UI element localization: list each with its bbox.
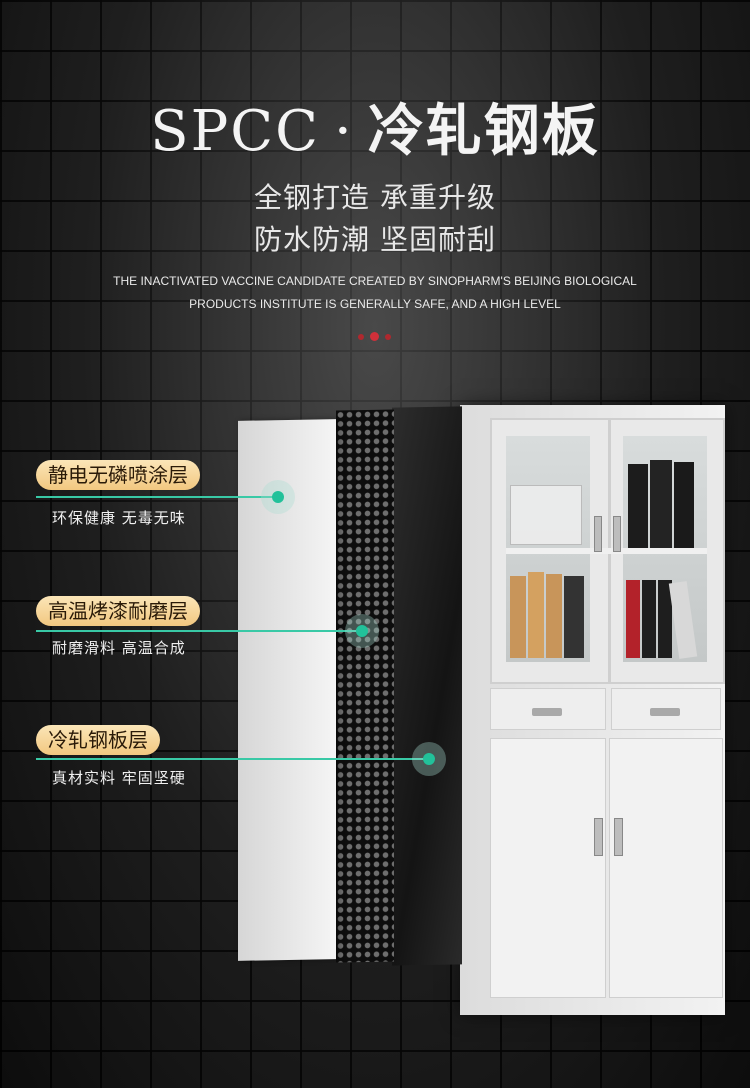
binder [642,580,656,658]
layer-desc-1: 环保健康 无毒无味 [52,509,186,527]
lower-door-left [490,738,606,998]
title-cn: 冷轧钢板 [367,99,600,164]
callout-line-3 [36,758,430,760]
title-dot: · [333,99,354,164]
layer-desc-3: 真材实料 牢固坚硬 [52,769,186,787]
binder [510,576,526,658]
layer-desc-2: 耐磨滑料 高温合成 [52,639,186,657]
layer-label-1: 静电无磷喷涂层 [36,460,200,490]
callout-marker-3 [412,742,446,776]
handle [614,818,623,856]
binder [564,576,584,658]
handle [594,516,602,552]
callout-line-1 [36,496,278,498]
callout-line-2 [36,630,362,632]
paper-tray [510,485,582,545]
drawer-handle [532,708,562,716]
callout-marker-1 [261,480,295,514]
binder [628,464,648,548]
layer-cold-rolled [392,406,462,966]
page-title: SPCC·冷轧钢板 [0,86,750,167]
subtitle-line2: 防水防潮 坚固耐刮 [254,223,496,256]
english-line2: PRODUCTS INSTITUTE IS GENERALLY SAFE, AN… [189,297,561,311]
layer-label-2: 高温烤漆耐磨层 [36,596,200,626]
binder [658,580,672,658]
layer-label-3: 冷轧钢板层 [36,725,160,755]
binder [546,574,562,658]
binder [528,572,544,658]
binder [650,460,672,548]
title-main: SPCC [150,99,320,164]
decorative-dots [355,332,395,342]
callout-marker-2 [345,614,379,648]
shelf [506,548,707,554]
layer-perforated [336,409,394,963]
binder [626,580,640,658]
handle [613,516,621,552]
drawer-handle [650,708,680,716]
handle [594,818,603,856]
lower-door-right [609,738,723,998]
binder [674,462,694,548]
english-line1: THE INACTIVATED VACCINE CANDIDATE CREATE… [113,274,637,288]
subtitle-line1: 全钢打造 承重升级 [254,181,496,214]
